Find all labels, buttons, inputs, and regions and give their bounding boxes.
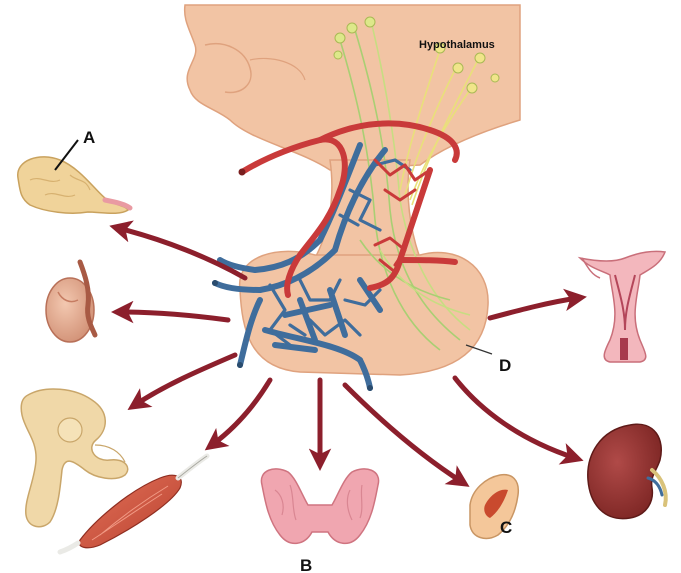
muscle — [60, 456, 207, 552]
hypothalamus-label: Hypothalamus — [419, 39, 495, 51]
uterus — [580, 251, 665, 362]
arrow-to-kidney — [455, 378, 575, 458]
label-a: A — [83, 128, 95, 147]
arrow-to-muscle — [212, 380, 270, 445]
thyroid-gland — [261, 469, 378, 543]
label-b: B — [300, 556, 312, 573]
kidney — [588, 424, 666, 518]
arrow-to-adrenal — [118, 228, 245, 278]
adrenal-gland — [18, 157, 130, 213]
arrow-to-bone — [135, 355, 235, 405]
label-c: C — [500, 518, 512, 537]
arrow-to-uterus — [490, 298, 578, 318]
bone — [21, 389, 127, 527]
arrow-to-skin — [345, 385, 462, 482]
arrow-to-testis — [120, 312, 228, 320]
testis — [46, 262, 95, 342]
label-d: D — [499, 356, 511, 375]
